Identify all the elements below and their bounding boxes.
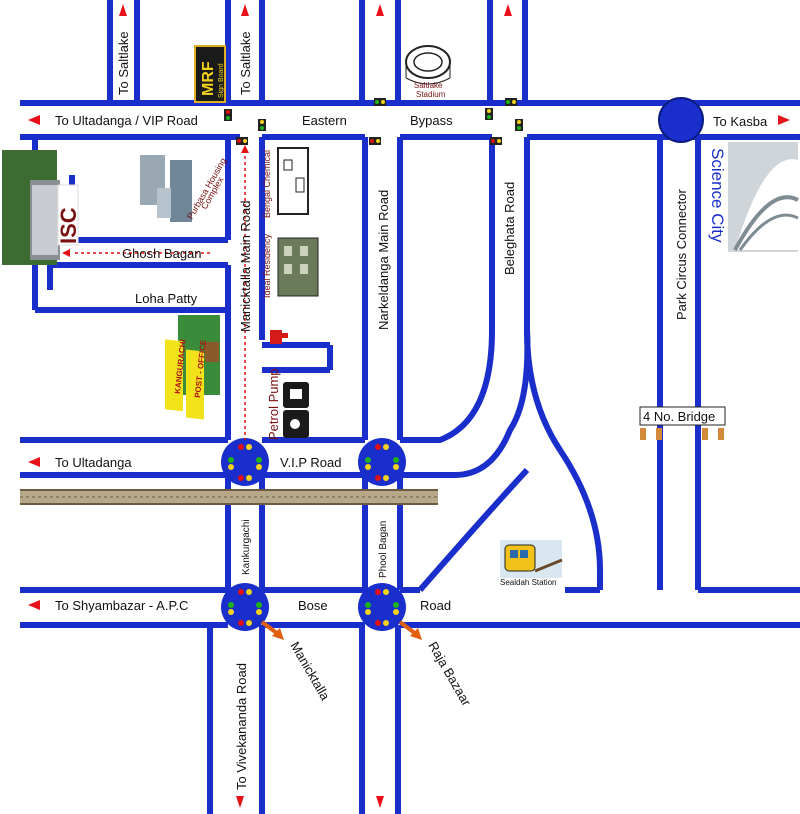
building-icon	[140, 155, 192, 222]
direction-arrows	[28, 4, 790, 808]
label-petrol-pump: Petrol Pump	[266, 368, 281, 440]
arrow-up-icon	[504, 4, 512, 16]
label-to-saltlake-2: To Saltlake	[238, 31, 253, 95]
arrow-right-icon	[778, 115, 790, 125]
label-manicktalla: Manicktalla	[287, 639, 333, 703]
arrow-diagonal-icon	[272, 628, 284, 640]
label-road: Road	[420, 598, 451, 613]
roundabout-science-city	[658, 97, 704, 143]
label-kankurgachi: Kankurgachi	[241, 519, 252, 575]
railway-line	[20, 489, 438, 505]
traffic-signal-icons	[224, 98, 523, 626]
label-loha-patty: Loha Patty	[135, 291, 198, 306]
arrow-up-icon	[119, 4, 127, 16]
arrow-left-icon	[28, 457, 40, 467]
label-ideal-residency: Ideal Residency	[262, 233, 272, 298]
label-phool-bagan: Phool Bagan	[378, 521, 389, 578]
roundabout-bose-road-west	[221, 583, 269, 631]
label-to-shyambazar: To Shyambazar - A.P.C	[55, 598, 188, 613]
train-icon	[500, 540, 563, 578]
label-manicktalla-main-road: Manicktalla Main Road	[238, 200, 253, 332]
label-vip-road: V.I.P Road	[280, 455, 341, 470]
post-office-icon	[165, 315, 220, 420]
arrow-diagonal-icon	[410, 628, 422, 640]
label-to-ultadanga: To Ultadanga	[55, 455, 132, 470]
label-to-saltlake-1: To Saltlake	[116, 31, 131, 95]
label-bengal-chemical: Bengal Chemical	[262, 150, 272, 218]
roundabout-kankurgachi	[221, 438, 269, 486]
label-saltlake-stadium-1: Saltlake	[414, 81, 443, 90]
fuel-icon	[270, 330, 288, 344]
label-raja-bazaar: Raja Bazaar	[425, 639, 474, 709]
label-saltlake-stadium-2: Stadium	[416, 90, 446, 99]
mrf-signboard-icon	[194, 45, 226, 103]
arrow-up-icon	[376, 4, 384, 16]
label-to-ultadanga-vip: To Ultadanga / VIP Road	[55, 113, 198, 128]
label-science-city: Science City	[708, 148, 727, 243]
label-to-kasba: To Kasba	[713, 114, 768, 129]
label-isc: ISC	[56, 207, 81, 244]
label-bypass: Bypass	[410, 113, 453, 128]
stadium-icon	[405, 45, 451, 85]
label-to-vivekananda-road: To Vivekananda Road	[234, 663, 249, 790]
arrow-left-icon	[28, 600, 40, 610]
label-mrf: MRF	[200, 61, 217, 96]
road-network	[20, 0, 800, 814]
label-bose: Bose	[298, 598, 328, 613]
roundabout-phoolbagan	[358, 438, 406, 486]
label-narkeldanga-main-road: Narkeldanga Main Road	[376, 190, 391, 330]
diagonal-arrows	[260, 620, 422, 640]
label-park-circus-connector: Park Circus Connector	[674, 189, 689, 320]
factory-icon	[277, 147, 309, 215]
arrow-left-icon	[28, 115, 40, 125]
roundabout-bose-road-east	[358, 583, 406, 631]
arrow-down-icon	[376, 796, 384, 808]
label-sealdah-station: Sealdah Station	[500, 578, 557, 587]
label-eastern: Eastern	[302, 113, 347, 128]
label-ghosh-bagan: Ghosh Bagan	[122, 246, 202, 261]
science-city-icon	[728, 142, 799, 252]
label-beleghata-road: Beleghata Road	[502, 182, 517, 275]
label-mrf-sub: Sign Board	[218, 63, 225, 98]
route-dotted-path	[62, 145, 249, 440]
isc-building-icon	[2, 150, 79, 265]
four-no-bridge-icon	[639, 406, 726, 440]
arrow-up-icon	[241, 4, 249, 16]
label-four-no-bridge: 4 No. Bridge	[643, 409, 715, 424]
residency-icon	[277, 237, 319, 297]
petrol-pump-icon	[283, 382, 309, 438]
arrow-down-icon	[236, 796, 244, 808]
